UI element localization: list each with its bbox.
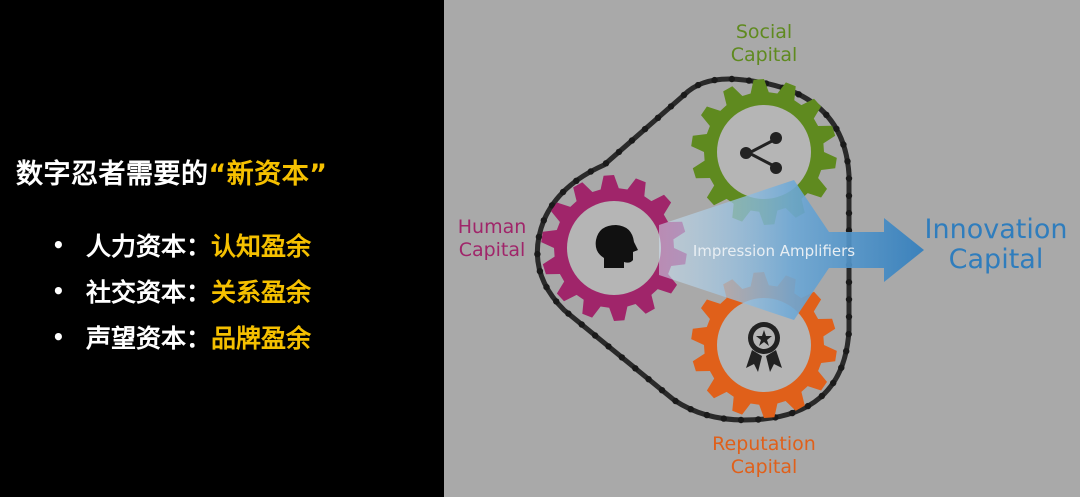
chain-link: [833, 125, 840, 132]
text-panel: 数字忍者需要的“新资本” • 人力资本：认知盈余 • 社交资本：关系盈余 • 声…: [0, 0, 444, 497]
chain-link: [737, 416, 745, 424]
chain-link: [845, 296, 853, 303]
chain-link: [641, 125, 649, 133]
impression-arrow: [659, 180, 924, 320]
chain-link: [548, 202, 556, 209]
chain-link: [628, 137, 636, 144]
chain-link: [795, 91, 802, 98]
chain-link: [587, 168, 594, 175]
bullet-marker: •: [52, 233, 65, 257]
diagram-panel: Impression Amplifiers Social Ca: [444, 0, 1080, 497]
chain-link: [559, 188, 567, 196]
chain-link: [672, 397, 679, 405]
head-icon: [595, 225, 638, 268]
social-capital-label-line1: Social: [736, 21, 792, 43]
chain-link: [578, 321, 585, 328]
innovation-capital-label-line2: Capital: [949, 244, 1044, 275]
chain-link: [536, 268, 544, 275]
bullet-reputation-capital: • 声望资本：品牌盈余: [52, 314, 311, 360]
chain-link: [543, 283, 550, 291]
chain-link: [618, 354, 626, 361]
chain-link: [845, 192, 853, 199]
social-capital-label-line2: Capital: [731, 44, 798, 66]
bullet-label: 声望资本：: [86, 324, 212, 353]
chain-link: [645, 376, 652, 383]
chain-link: [830, 379, 837, 387]
bullet-value: 认知盈余: [211, 232, 312, 261]
chain-link: [845, 175, 853, 182]
reputation-capital-label-line1: Reputation: [712, 433, 816, 455]
bullet-marker: •: [52, 279, 65, 303]
human-capital-label-line1: Human: [458, 216, 527, 238]
chain-link: [804, 402, 812, 410]
chain-link: [843, 348, 850, 355]
heading: 数字忍者需要的“新资本”: [16, 152, 328, 191]
bullet-label: 社交资本：: [86, 278, 212, 307]
chain-link: [667, 103, 675, 110]
bullet-human-capital: • 人力资本：认知盈余: [52, 222, 311, 268]
chain-link: [540, 217, 547, 224]
chain-link: [845, 279, 853, 286]
innovation-capital-label-line1: Innovation: [925, 214, 1068, 245]
bullet-value: 关系盈余: [211, 278, 312, 307]
chain-link: [818, 392, 826, 400]
chain-link: [711, 76, 718, 84]
reputation-capital-label-line2: Capital: [731, 456, 798, 478]
chain-link: [602, 160, 610, 167]
chain-link: [605, 343, 612, 350]
heading-prefix: 数字忍者需要的: [16, 159, 209, 190]
chain-link: [838, 364, 845, 371]
heading-highlight: “新资本”: [208, 159, 328, 190]
chain-link: [844, 158, 851, 165]
share-icon: [740, 132, 782, 174]
chain-link: [535, 233, 543, 241]
chain-link: [845, 313, 853, 320]
chain-link: [703, 411, 711, 419]
chain-link: [565, 310, 572, 317]
social-gear: [691, 79, 837, 225]
bullet-social-capital: • 社交资本：关系盈余: [52, 268, 311, 314]
chain-link: [654, 114, 662, 122]
chain-link: [534, 250, 541, 258]
chain-link: [687, 406, 694, 413]
chain-link: [840, 141, 847, 148]
bullet-value: 品牌盈余: [211, 324, 312, 353]
bullet-marker: •: [52, 325, 65, 349]
bullet-label: 人力资本：: [86, 232, 212, 261]
chain-link: [632, 365, 639, 372]
arrow-label: Impression Amplifiers: [693, 242, 855, 260]
chain-link: [658, 387, 666, 394]
chain-link: [573, 177, 580, 184]
chain-link: [720, 415, 727, 422]
bullet-list: • 人力资本：认知盈余 • 社交资本：关系盈余 • 声望资本：品牌盈余: [52, 222, 311, 360]
human-capital-label-line2: Capital: [459, 239, 526, 261]
chain-link: [845, 330, 852, 338]
award-badge-icon: [746, 322, 782, 372]
chain-link: [823, 111, 830, 119]
chain-link: [615, 148, 623, 156]
chain-link: [694, 81, 702, 89]
chain-link: [845, 209, 853, 217]
chain-link: [745, 77, 753, 84]
chain-link: [553, 298, 560, 305]
gear-diagram: Impression Amplifiers Social Ca: [458, 21, 1068, 478]
chain-link: [789, 409, 796, 417]
chain-link: [728, 75, 735, 83]
chain-link: [680, 91, 688, 99]
chain-link: [591, 332, 599, 339]
chain-link: [755, 416, 762, 423]
